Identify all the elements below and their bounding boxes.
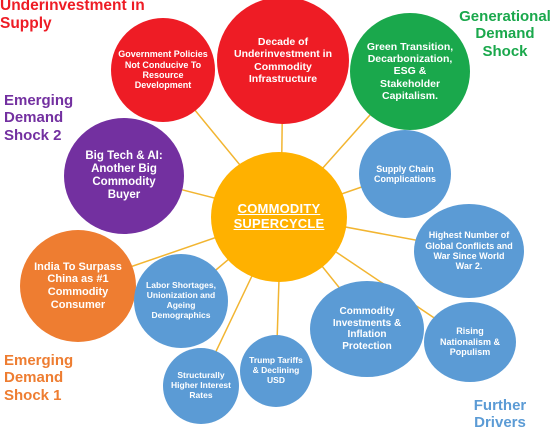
node-india-label: India To Surpass China as #1 Commodity C… xyxy=(34,260,122,311)
node-decade-underinvestment: Decade of Underinvestment in Commodity I… xyxy=(217,0,349,124)
node-supply-chain: Supply Chain Complications xyxy=(359,130,451,218)
category-generational: Generational Demand Shock xyxy=(459,8,551,60)
node-government-label: Government Policies Not Conducive To Res… xyxy=(118,49,208,91)
category-further: Further Drivers xyxy=(473,397,527,432)
node-commodity-supercycle: COMMODITY SUPERCYCLE xyxy=(211,152,347,282)
node-india: India To Surpass China as #1 Commodity C… xyxy=(20,230,136,342)
node-big-tech-ai: Big Tech & AI: Another Big Commodity Buy… xyxy=(64,118,184,234)
node-green-label: Green Transition, Decarbonization, ESG &… xyxy=(366,41,454,102)
node-labor-label: Labor Shortages, Unionization and Ageing… xyxy=(146,280,216,320)
category-supply: Underinvestment in Supply xyxy=(0,0,145,32)
node-investments-label: Commodity Investments & Inflation Protec… xyxy=(332,306,402,352)
node-commodity-investments: Commodity Investments & Inflation Protec… xyxy=(310,281,424,377)
node-trump-label: Trump Tariffs & Declining USD xyxy=(249,355,303,385)
node-interest-label: Structurally Higher Interest Rates xyxy=(171,370,231,400)
node-labor-shortages: Labor Shortages, Unionization and Ageing… xyxy=(134,254,228,348)
node-conflicts-label: Highest Number of Global Conflicts and W… xyxy=(425,230,513,272)
node-global-conflicts: Highest Number of Global Conflicts and W… xyxy=(414,204,524,298)
node-bigtech-label: Big Tech & AI: Another Big Commodity Buy… xyxy=(85,149,163,202)
node-supplychain-label: Supply Chain Complications xyxy=(373,163,436,184)
node-higher-interest-rates: Structurally Higher Interest Rates xyxy=(163,348,239,424)
node-decade-label: Decade of Underinvestment in Commodity I… xyxy=(233,36,333,85)
node-government-policies: Government Policies Not Conducive To Res… xyxy=(111,18,215,122)
node-green-transition: Green Transition, Decarbonization, ESG &… xyxy=(350,13,470,130)
category-demand1: Emerging Demand Shock 1 xyxy=(4,352,74,404)
node-nationalism-label: Rising Nationalism & Populism xyxy=(439,326,500,358)
node-rising-nationalism: Rising Nationalism & Populism xyxy=(424,302,516,382)
node-trump-tariffs: Trump Tariffs & Declining USD xyxy=(240,335,312,407)
category-demand2: Emerging Demand Shock 2 xyxy=(4,92,74,144)
center-label: COMMODITY SUPERCYCLE xyxy=(233,201,325,231)
